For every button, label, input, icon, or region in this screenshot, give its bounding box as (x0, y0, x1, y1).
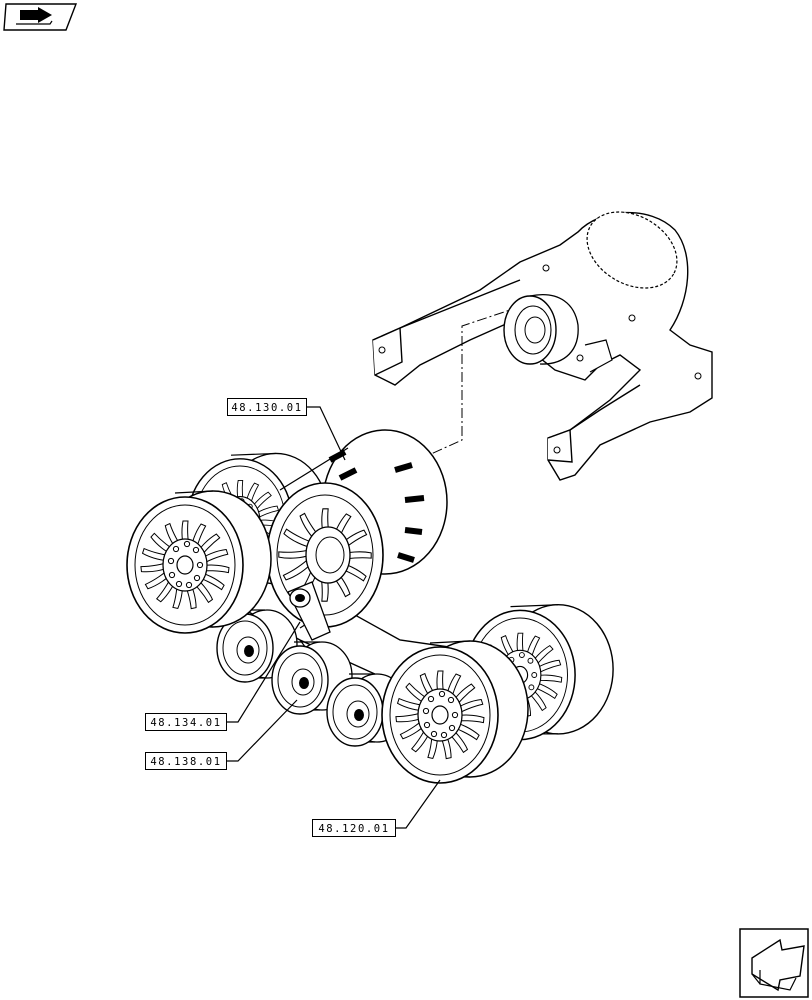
track-assembly (127, 429, 614, 783)
next-page-arrow-icon[interactable] (739, 928, 809, 998)
axle-flange (378, 211, 702, 454)
book-arrow-icon[interactable] (3, 3, 78, 31)
ref-48-134-01[interactable]: 48.134.01 (145, 713, 227, 731)
assembly-centerline (399, 309, 511, 469)
ref-48-130-01[interactable]: 48.130.01 (227, 398, 307, 416)
ref-48-120-01[interactable]: 48.120.01 (312, 819, 396, 837)
ref-48-138-01[interactable]: 48.138.01 (145, 752, 227, 770)
leader-lines (227, 406, 441, 829)
